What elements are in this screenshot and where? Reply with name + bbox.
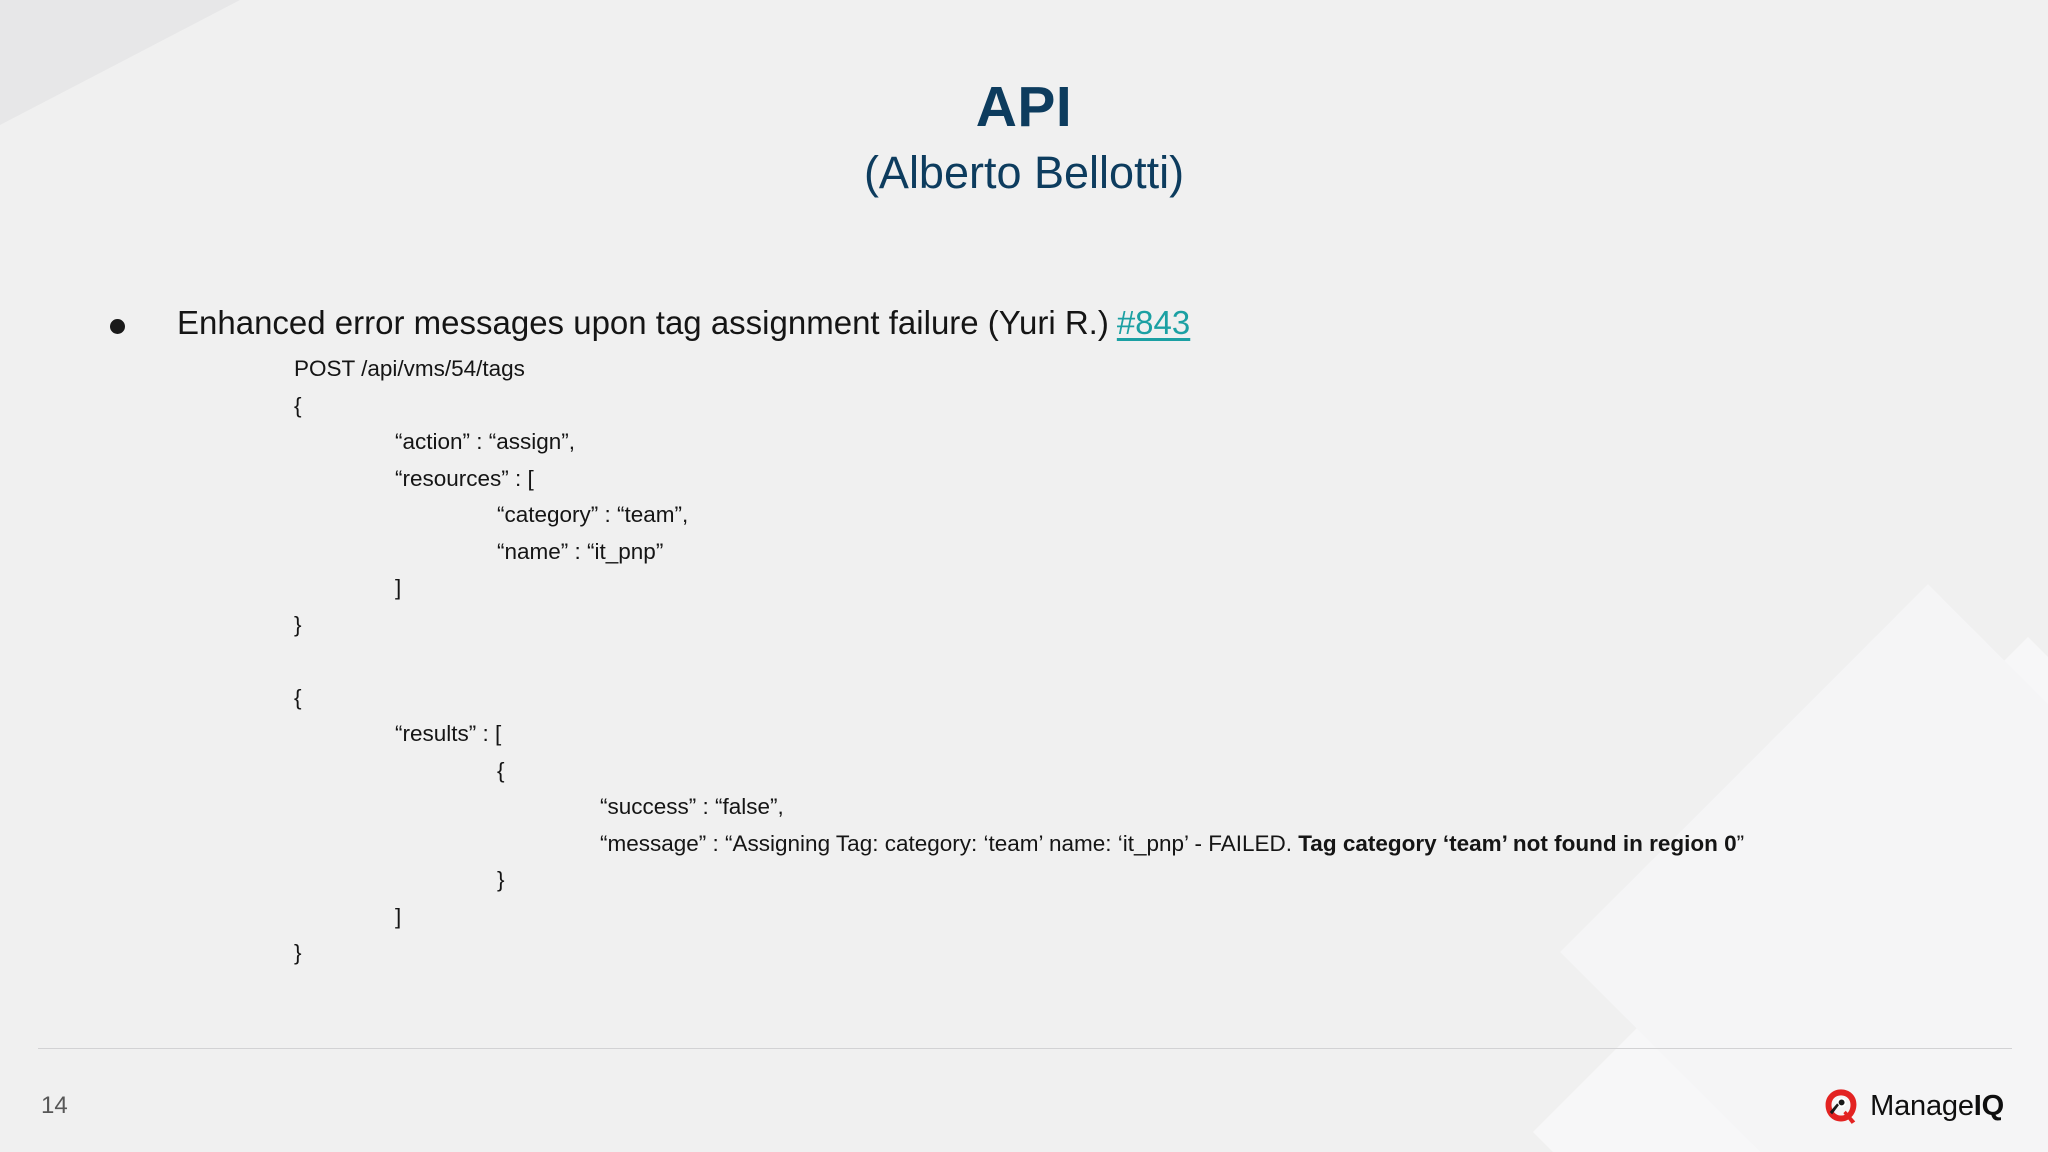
bullet-item-text-row: Enhanced error messages upon tag assignm… bbox=[177, 303, 1190, 343]
page-subtitle: (Alberto Bellotti) bbox=[863, 146, 1185, 198]
manageiq-logo: ManageIQ bbox=[1822, 1086, 2004, 1126]
code-line: “action” : “assign”, bbox=[395, 429, 576, 454]
code-message-suffix: ” bbox=[1736, 830, 1745, 856]
code-line: { bbox=[294, 684, 302, 710]
code-line-message: “message” : “Assigning Tag: category: ‘t… bbox=[294, 830, 1745, 870]
code-line: } bbox=[294, 611, 302, 637]
page-title: API bbox=[975, 75, 1073, 139]
code-line: } bbox=[497, 867, 505, 892]
code-line: “success” : “false”, bbox=[600, 794, 784, 819]
bullet-dot-icon bbox=[110, 319, 125, 334]
footer-divider bbox=[38, 1048, 2012, 1049]
code-line: “results” : [ bbox=[395, 721, 502, 746]
bullet-item: Enhanced error messages upon tag assignm… bbox=[110, 303, 1190, 343]
code-line: } bbox=[294, 940, 302, 965]
code-sample: POST /api/vms/54/tags { “action” : “assi… bbox=[294, 356, 1745, 979]
page-number: 14 bbox=[41, 1092, 68, 1119]
code-line: POST /api/vms/54/tags bbox=[294, 356, 525, 381]
code-line: { bbox=[294, 392, 302, 418]
code-line-blank bbox=[294, 650, 1744, 687]
code-line: “resources” : [ bbox=[395, 465, 534, 491]
manageiq-logo-text: ManageIQ bbox=[1870, 1089, 2004, 1122]
code-line: ] bbox=[395, 903, 402, 929]
logo-text-manage: Manage bbox=[1870, 1089, 1974, 1122]
issue-link-843[interactable]: #843 bbox=[1116, 304, 1191, 341]
code-message-bold: Tag category ‘team’ not found in region … bbox=[1298, 830, 1737, 856]
code-line: { bbox=[497, 757, 505, 783]
code-message-prefix: “message” : “Assigning Tag: category: ‘t… bbox=[600, 830, 1299, 856]
title-block: API (Alberto Bellotti) bbox=[0, 75, 2048, 198]
bullet-item-label: Enhanced error messages upon tag assignm… bbox=[177, 304, 1109, 341]
code-line: “category” : “team”, bbox=[497, 502, 689, 527]
code-line: ] bbox=[395, 575, 402, 600]
manageiq-logo-mark-icon bbox=[1825, 1089, 1857, 1124]
code-line: “name” : “it_pnp” bbox=[497, 538, 664, 564]
logo-text-iq: IQ bbox=[1973, 1089, 2004, 1122]
